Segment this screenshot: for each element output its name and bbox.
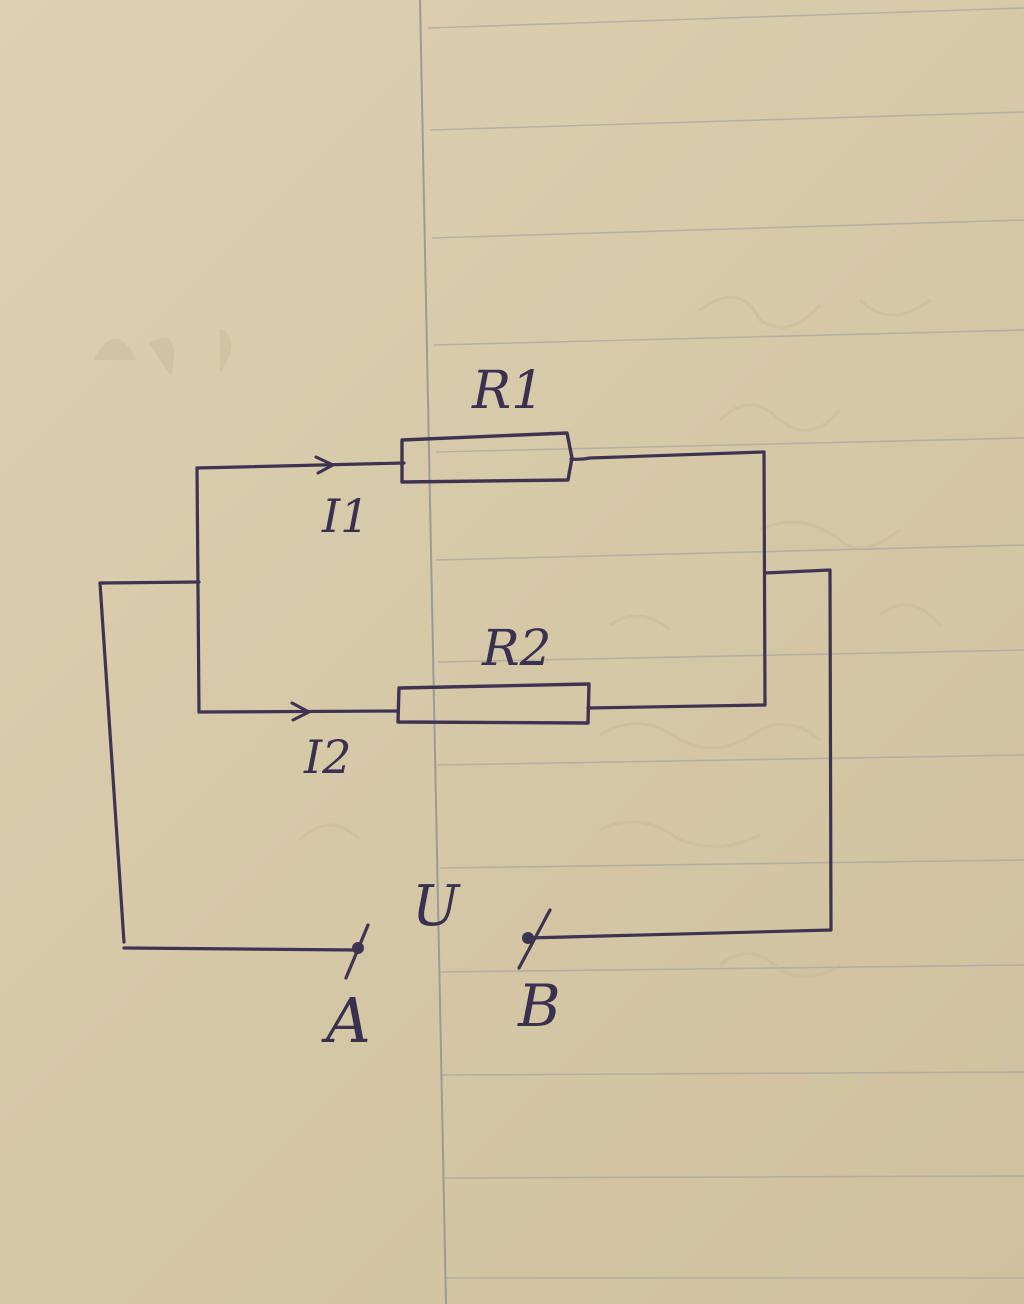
ruled-line [437, 754, 1024, 766]
label-r2: R2 [481, 619, 551, 677]
ruled-line [435, 437, 1024, 453]
branch-2-right-wire [586, 703, 767, 710]
terminal-b-dot [522, 932, 534, 944]
terminal-b-mark [517, 908, 552, 970]
ruled-line [443, 1175, 1024, 1179]
current-arrow-i2 [290, 701, 313, 722]
label-i2: I2 [303, 730, 351, 784]
branch-1-left-wire [195, 461, 406, 470]
terminal-a [344, 923, 370, 980]
ruled-line [437, 649, 1024, 663]
lead-to-terminal-b [526, 568, 833, 940]
ruled-line [435, 544, 1024, 561]
ruled-line [441, 1071, 1024, 1076]
ruled-line [431, 219, 1024, 239]
label-terminal-a: A [321, 984, 371, 1057]
ruled-line [429, 111, 1024, 131]
margin-line [419, 0, 447, 1304]
current-arrow-i1 [314, 455, 337, 475]
resistor-r1 [400, 431, 574, 484]
resistor-r2 [396, 682, 591, 725]
circuit-wires [98, 450, 833, 952]
label-terminal-b: B [517, 972, 561, 1040]
lead-to-terminal-a [122, 946, 358, 952]
bleed-through-scribbles [93, 295, 942, 978]
branch-2-left-wire [197, 709, 400, 714]
right-junction-wire [762, 450, 767, 707]
ruled-line [427, 7, 1024, 29]
page-ruling [419, 0, 1024, 1304]
branch-1-right-wire [569, 450, 766, 461]
label-voltage-u: U [412, 874, 461, 939]
left-junction-wire [195, 466, 201, 714]
ruled-line [439, 964, 1024, 973]
ruled-line [439, 859, 1024, 869]
feed-wire-left [98, 580, 201, 944]
terminal-b [517, 908, 552, 970]
terminal-a-mark [344, 923, 370, 980]
ruled-line [433, 329, 1024, 346]
label-r1: R1 [471, 361, 544, 421]
label-i1: I1 [321, 489, 369, 543]
